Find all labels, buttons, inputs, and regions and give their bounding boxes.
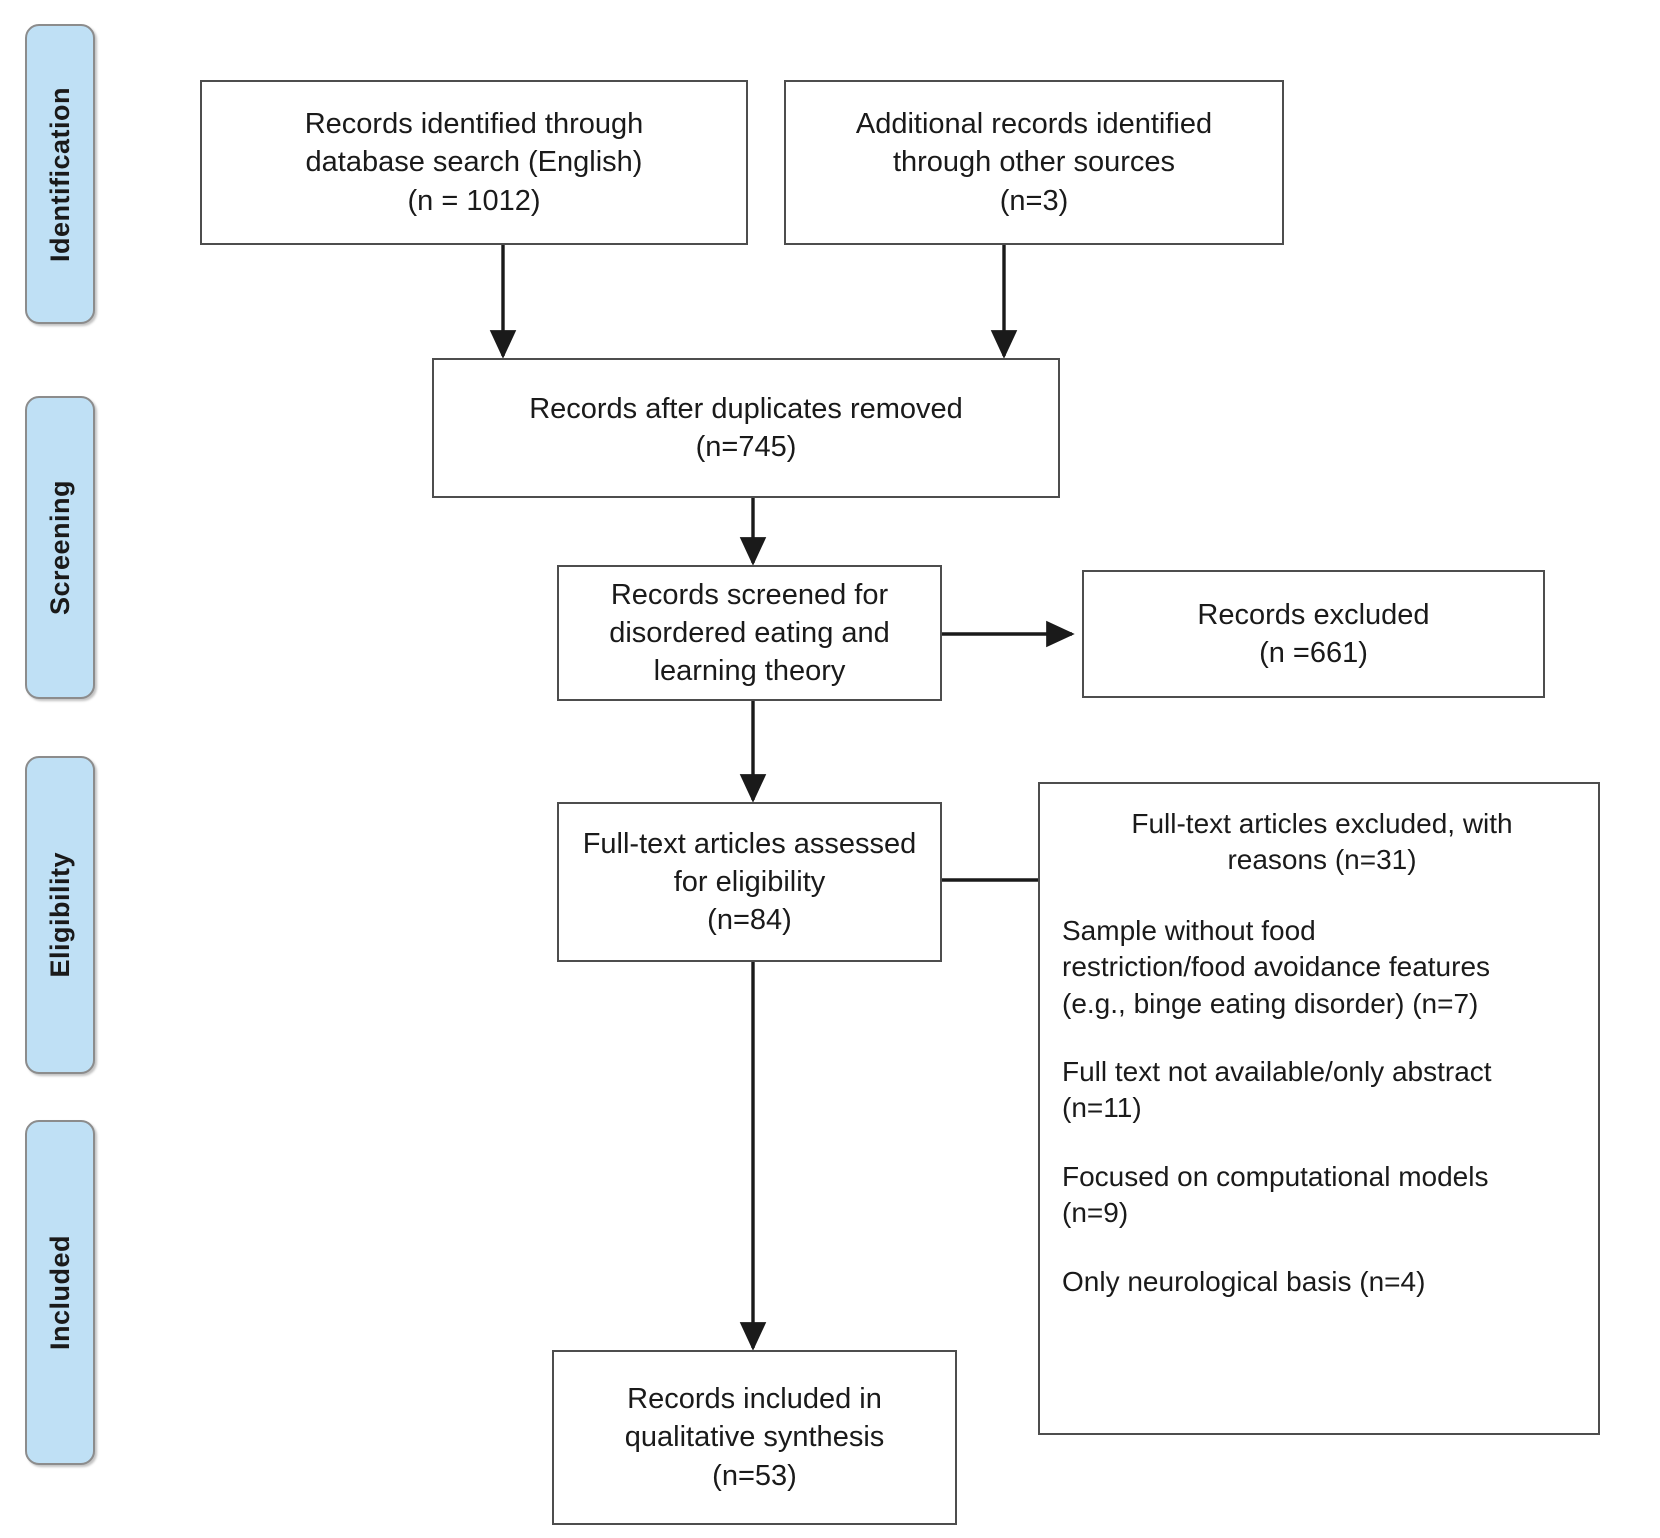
box-fulltext-assessed: Full-text articles assessed for eligibil… [557,802,942,962]
stage-label-eligibility: Eligibility [44,852,75,978]
box-after-duplicates: Records after duplicates removed (n=745) [432,358,1060,498]
box-after-duplicates-text: Records after duplicates removed (n=745) [529,392,963,463]
exclusion-reason-full-text-not-available: Full text not available/only abstract (n… [1062,1055,1492,1124]
exclusions-heading: Full-text articles excluded, with reason… [1131,808,1513,876]
stage-pill-eligibility: Eligibility [25,756,95,1074]
stage-label-screening: Screening [44,479,75,616]
box-records-screened: Records screened for disordered eating a… [557,565,942,701]
box-records-included-text: Records included in qualitative synthesi… [624,1383,885,1492]
box-records-included: Records included in qualitative synthesi… [552,1350,957,1525]
stage-label-identification: Identification [44,86,75,262]
box-records-identified: Records identified through database sear… [200,80,748,245]
stage-pill-screening: Screening [25,396,95,699]
exclusion-reason-sample-without-food-restriction: Sample without food restriction/food avo… [1062,914,1491,1019]
stage-pill-included: Included [25,1120,95,1465]
box-records-identified-text: Records identified through database sear… [304,108,644,217]
exclusion-reason-only-neurological-basis: Only neurological basis (n=4) [1062,1265,1426,1297]
box-fulltext-assessed-text: Full-text articles assessed for eligibil… [582,827,917,937]
box-records-excluded-text: Records excluded (n =661) [1197,598,1430,669]
box-additional-records-text: Additional records identified through ot… [855,108,1213,217]
box-records-excluded: Records excluded (n =661) [1082,570,1545,698]
exclusion-reason-computational-models: Focused on computational models (n=9) [1062,1160,1489,1229]
stage-pill-identification: Identification [25,24,95,324]
box-additional-records: Additional records identified through ot… [784,80,1284,245]
stage-label-included: Included [44,1234,75,1350]
box-fulltext-excluded-reasons: Full-text articles excluded, with reason… [1038,782,1600,1435]
box-records-screened-text: Records screened for disordered eating a… [609,578,890,688]
